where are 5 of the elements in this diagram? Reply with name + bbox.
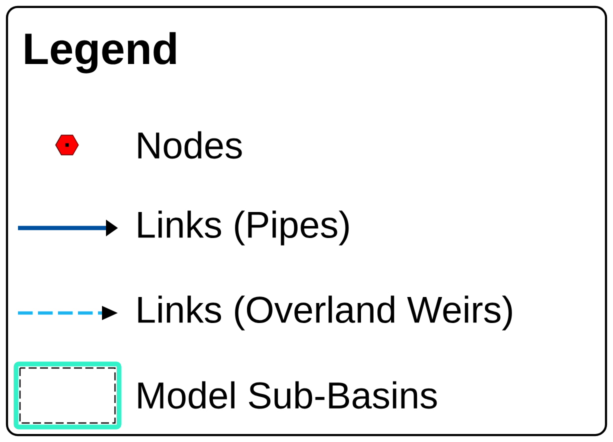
legend-label: Model Sub-Basins [138, 381, 437, 409]
legend-label: Links (Pipes) [138, 210, 349, 246]
legend-label: Links (Overland Weirs) [138, 296, 512, 330]
legend-label: Nodes [138, 131, 242, 159]
legend-title: Legend [25, 32, 176, 74]
